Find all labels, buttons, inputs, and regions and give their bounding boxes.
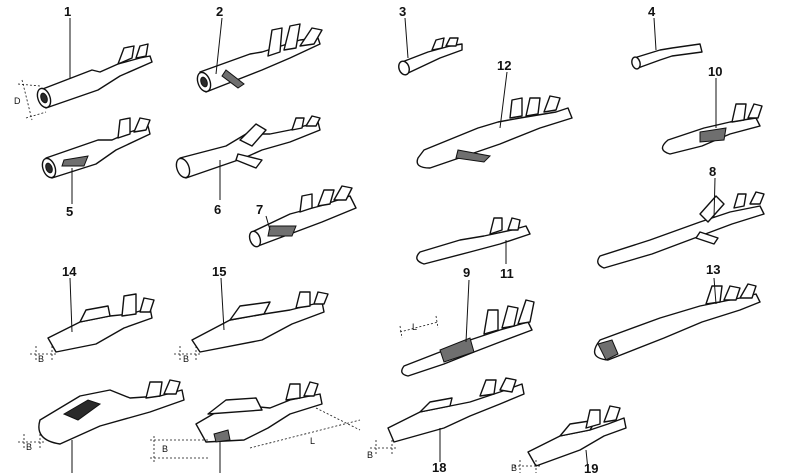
part-18 bbox=[370, 377, 525, 462]
callout-14: 14 bbox=[62, 264, 77, 279]
part-13 bbox=[593, 277, 761, 361]
part-4 bbox=[631, 17, 703, 70]
dimension-b-label-19: B bbox=[511, 463, 517, 473]
part-5 bbox=[41, 117, 151, 204]
part-14 bbox=[30, 277, 155, 360]
part-11 bbox=[416, 217, 531, 265]
dimension-b-label-14: B bbox=[38, 354, 44, 364]
part-bottom-left bbox=[18, 379, 185, 473]
part-7 bbox=[248, 185, 357, 248]
part-10 bbox=[661, 78, 763, 155]
dimension-b-label-bl: B bbox=[26, 442, 32, 452]
callout-7: 7 bbox=[256, 202, 263, 217]
dimension-l-label-9: L bbox=[412, 322, 417, 332]
dimension-d-label: D bbox=[14, 96, 21, 106]
callout-13: 13 bbox=[706, 262, 720, 277]
callout-1: 1 bbox=[64, 4, 71, 19]
dimension-l-label-bc: L bbox=[310, 436, 315, 446]
callout-2: 2 bbox=[216, 4, 223, 19]
dimension-b-label-bc: B bbox=[162, 444, 168, 454]
callout-10: 10 bbox=[708, 64, 722, 79]
part-15 bbox=[174, 277, 329, 360]
callout-18: 18 bbox=[432, 460, 446, 473]
dimension-b-label-15: B bbox=[183, 354, 189, 364]
part-8 bbox=[597, 177, 765, 269]
callout-19: 19 bbox=[584, 461, 598, 473]
part-1 bbox=[17, 18, 153, 121]
dimension-b-label-18: B bbox=[367, 450, 373, 460]
part-2 bbox=[196, 17, 323, 93]
part-3 bbox=[398, 17, 463, 76]
callout-15: 15 bbox=[212, 264, 226, 279]
part-19 bbox=[514, 405, 627, 473]
part-bottom-center bbox=[150, 381, 361, 473]
callout-11: 11 bbox=[500, 266, 514, 281]
callout-6: 6 bbox=[214, 202, 221, 217]
part-12 bbox=[416, 71, 573, 169]
callout-3: 3 bbox=[399, 4, 406, 19]
callout-8: 8 bbox=[709, 164, 716, 179]
part-6 bbox=[175, 115, 321, 200]
part-9 bbox=[399, 279, 535, 377]
callout-4: 4 bbox=[648, 4, 656, 19]
callout-5: 5 bbox=[66, 204, 73, 219]
callout-9: 9 bbox=[463, 265, 470, 280]
callout-12: 12 bbox=[497, 58, 511, 73]
